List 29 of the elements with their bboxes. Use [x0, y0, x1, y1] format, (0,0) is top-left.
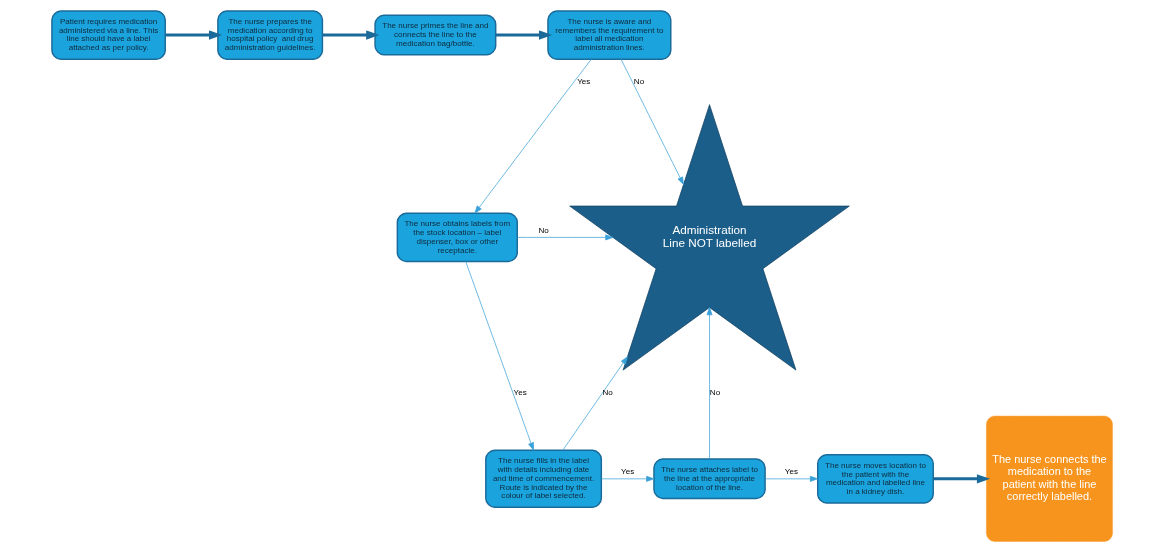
edge-label: Yes	[577, 76, 591, 86]
node-box: The nurse fills in the label with details including date and time of commencement. Route is indicated by the colour of label selected.	[485, 449, 603, 509]
arrow	[933, 474, 991, 484]
edge-label: Yes	[784, 467, 798, 477]
arrow	[517, 234, 614, 241]
node-box: The nurse prepares the medication according to hospital policy and drug administration guidelines.	[217, 10, 324, 60]
edge-label: No	[538, 225, 549, 235]
arrow	[495, 30, 553, 40]
arrow	[465, 261, 534, 451]
arrow	[165, 30, 223, 40]
arrow	[706, 307, 713, 460]
edge-label: Yes	[513, 387, 527, 397]
edge-label: No	[602, 387, 613, 397]
edge-label: No	[709, 387, 721, 397]
edge-label: Yes	[621, 467, 635, 477]
node-box: The nurse connects the medication to the patient with the line correctly labelled.	[985, 415, 1114, 543]
arrow	[474, 58, 592, 214]
node-box: The nurse is aware and remembers the requirement to label all medication administration lines.	[547, 10, 672, 60]
arrow	[562, 356, 628, 451]
arrow	[620, 58, 684, 185]
node-box: Patient requires medication administered via a line. This line should have a label attached as per policy.	[51, 10, 166, 60]
node-box: The nurse primes the line and connects the line to the medication bag/bottle.	[374, 14, 497, 56]
node-box: The nurse moves location to the patient with the medication and labelled line in a kidney dish.	[817, 453, 934, 504]
arrow	[764, 475, 818, 482]
node-box: The nurse attaches label to the line at the appropriate location of the line.	[653, 458, 766, 500]
arrow	[601, 475, 655, 482]
node-box: The nurse obtains labels from the stock location – label dispenser, box or other receptacle.	[396, 212, 518, 263]
arrow	[322, 30, 380, 40]
edge-label: No	[633, 76, 645, 86]
